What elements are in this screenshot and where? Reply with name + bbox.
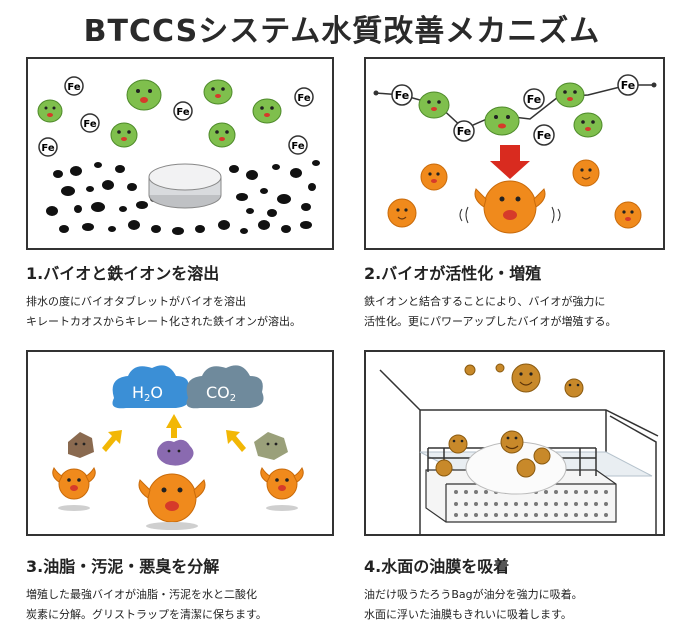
step-1-caption: 1.バイオと鉄イオンを溶出 排水の度にバイオタブレットがバイオを溶出キレートカオ… — [26, 260, 346, 332]
green-bio-icon — [418, 91, 450, 119]
oil-bio-icon — [435, 459, 453, 477]
orange-bio-icon — [420, 163, 448, 191]
down-arrow-icon — [490, 145, 530, 179]
panel-decomposition: H2O CO2 — [26, 350, 334, 536]
co2-cloud: CO2 — [186, 365, 264, 409]
orange-bio-icon — [266, 468, 298, 500]
iron-ion-icon: Fe — [617, 74, 639, 96]
svg-text:H2O: H2O — [132, 383, 163, 404]
iron-ion-icon: Fe — [453, 120, 475, 142]
sludge-blob-icon — [157, 439, 194, 466]
orange-bio-icon — [572, 159, 600, 187]
svg-text:Fe: Fe — [291, 141, 304, 152]
green-bio-icon — [203, 79, 233, 105]
svg-text:Fe: Fe — [67, 82, 80, 93]
grease-blob-icon — [68, 432, 94, 458]
step-description: 排水の度にバイオタブレットがバイオを溶出キレートカオスからキレート化された鉄イオ… — [26, 295, 301, 328]
svg-text:Fe: Fe — [395, 89, 410, 102]
oil-bio-icon — [564, 378, 584, 398]
up-arrow-icon — [166, 414, 182, 438]
oil-bio-icon — [464, 364, 476, 376]
orange-bio-icon — [614, 201, 642, 229]
svg-text:Fe: Fe — [83, 119, 96, 130]
strong-bio-icon — [483, 180, 537, 234]
green-bio-icon — [573, 112, 603, 138]
odor-blob-icon — [254, 432, 288, 460]
panel-bio-iron-release: Fe Fe Fe Fe Fe Fe — [26, 57, 334, 250]
svg-text:Fe: Fe — [457, 125, 472, 138]
green-bio-icon — [484, 106, 520, 136]
iron-ion-icon: Fe — [294, 87, 314, 107]
illustration-grease-trap — [379, 363, 659, 534]
step-description: 増殖した最強バイオが油脂・汚泥を水と二酸化炭素に分解。グリストラップを清潔に保ち… — [26, 588, 267, 621]
step-description: 油だけ吸うたろうBagが油分を強力に吸着。水面に浮いた油膜もきれいに吸着します。 — [364, 588, 583, 621]
bio-tablet — [148, 163, 222, 209]
green-bio-icon — [208, 122, 236, 148]
iron-ion-icon: Fe — [64, 76, 84, 96]
step-heading: 1.バイオと鉄イオンを溶出 — [26, 264, 220, 283]
step-3-caption: 3.油脂・汚泥・悪臭を分解 増殖した最強バイオが油脂・汚泥を水と二酸化炭素に分解… — [26, 553, 346, 625]
orange-bio-icon — [387, 198, 417, 228]
iron-ion-icon: Fe — [38, 137, 58, 157]
iron-ion-icon: Fe — [533, 124, 555, 146]
strong-bio-icon — [147, 473, 197, 523]
water-cloud: H2O — [112, 365, 190, 409]
oil-bio-icon — [516, 458, 536, 478]
oil-bio-icon — [511, 363, 541, 393]
iron-ion-icon: Fe — [173, 101, 193, 121]
step-description: 鉄イオンと結合することにより、バイオが強力に活性化。更にパワーアップしたバイオが… — [364, 295, 617, 328]
green-bio-icon — [555, 82, 585, 108]
svg-text:Fe: Fe — [537, 129, 552, 142]
iron-ion-icon: Fe — [288, 135, 308, 155]
svg-text:Fe: Fe — [527, 93, 542, 106]
oil-bio-icon — [500, 430, 524, 454]
step-heading: 2.バイオが活性化・増殖 — [364, 264, 542, 283]
illustration-bio-activation: Fe Fe Fe Fe Fe — [373, 74, 657, 234]
step-2-caption: 2.バイオが活性化・増殖 鉄イオンと結合することにより、バイオが強力に活性化。更… — [364, 260, 684, 332]
up-right-arrow-icon — [102, 430, 122, 452]
oil-bio-icon — [533, 447, 551, 465]
iron-ion-icon: Fe — [80, 113, 100, 133]
green-bio-icon — [110, 122, 138, 148]
up-left-arrow-icon — [226, 430, 246, 452]
green-bio-icon — [252, 98, 282, 124]
green-bio-icon — [37, 99, 63, 123]
svg-text:Fe: Fe — [41, 143, 54, 154]
oil-bio-icon — [448, 434, 468, 454]
panel-bio-activation: Fe Fe Fe Fe Fe — [364, 57, 665, 250]
svg-text:CO2: CO2 — [206, 383, 236, 404]
illustration-decomposition: H2O CO2 — [52, 365, 304, 530]
iron-ion-icon: Fe — [391, 84, 413, 106]
green-bio-icon — [126, 79, 162, 111]
svg-text:Fe: Fe — [621, 79, 636, 92]
panel-oil-absorption — [364, 350, 665, 536]
step-4-caption: 4.水面の油膜を吸着 油だけ吸うたろうBagが油分を強力に吸着。水面に浮いた油膜… — [364, 553, 684, 625]
iron-ion-icon: Fe — [523, 88, 545, 110]
iron-pellets — [46, 160, 320, 235]
step-heading: 4.水面の油膜を吸着 — [364, 557, 510, 576]
oil-bio-icon — [495, 363, 505, 373]
orange-bio-icon — [58, 468, 90, 500]
illustration-tablet-release: Fe Fe Fe Fe Fe Fe — [37, 76, 320, 235]
page-title: BTCCSシステム水質改善メカニズム — [83, 14, 601, 49]
svg-text:Fe: Fe — [297, 93, 310, 104]
step-heading: 3.油脂・汚泥・悪臭を分解 — [26, 557, 220, 576]
svg-text:Fe: Fe — [176, 107, 189, 118]
